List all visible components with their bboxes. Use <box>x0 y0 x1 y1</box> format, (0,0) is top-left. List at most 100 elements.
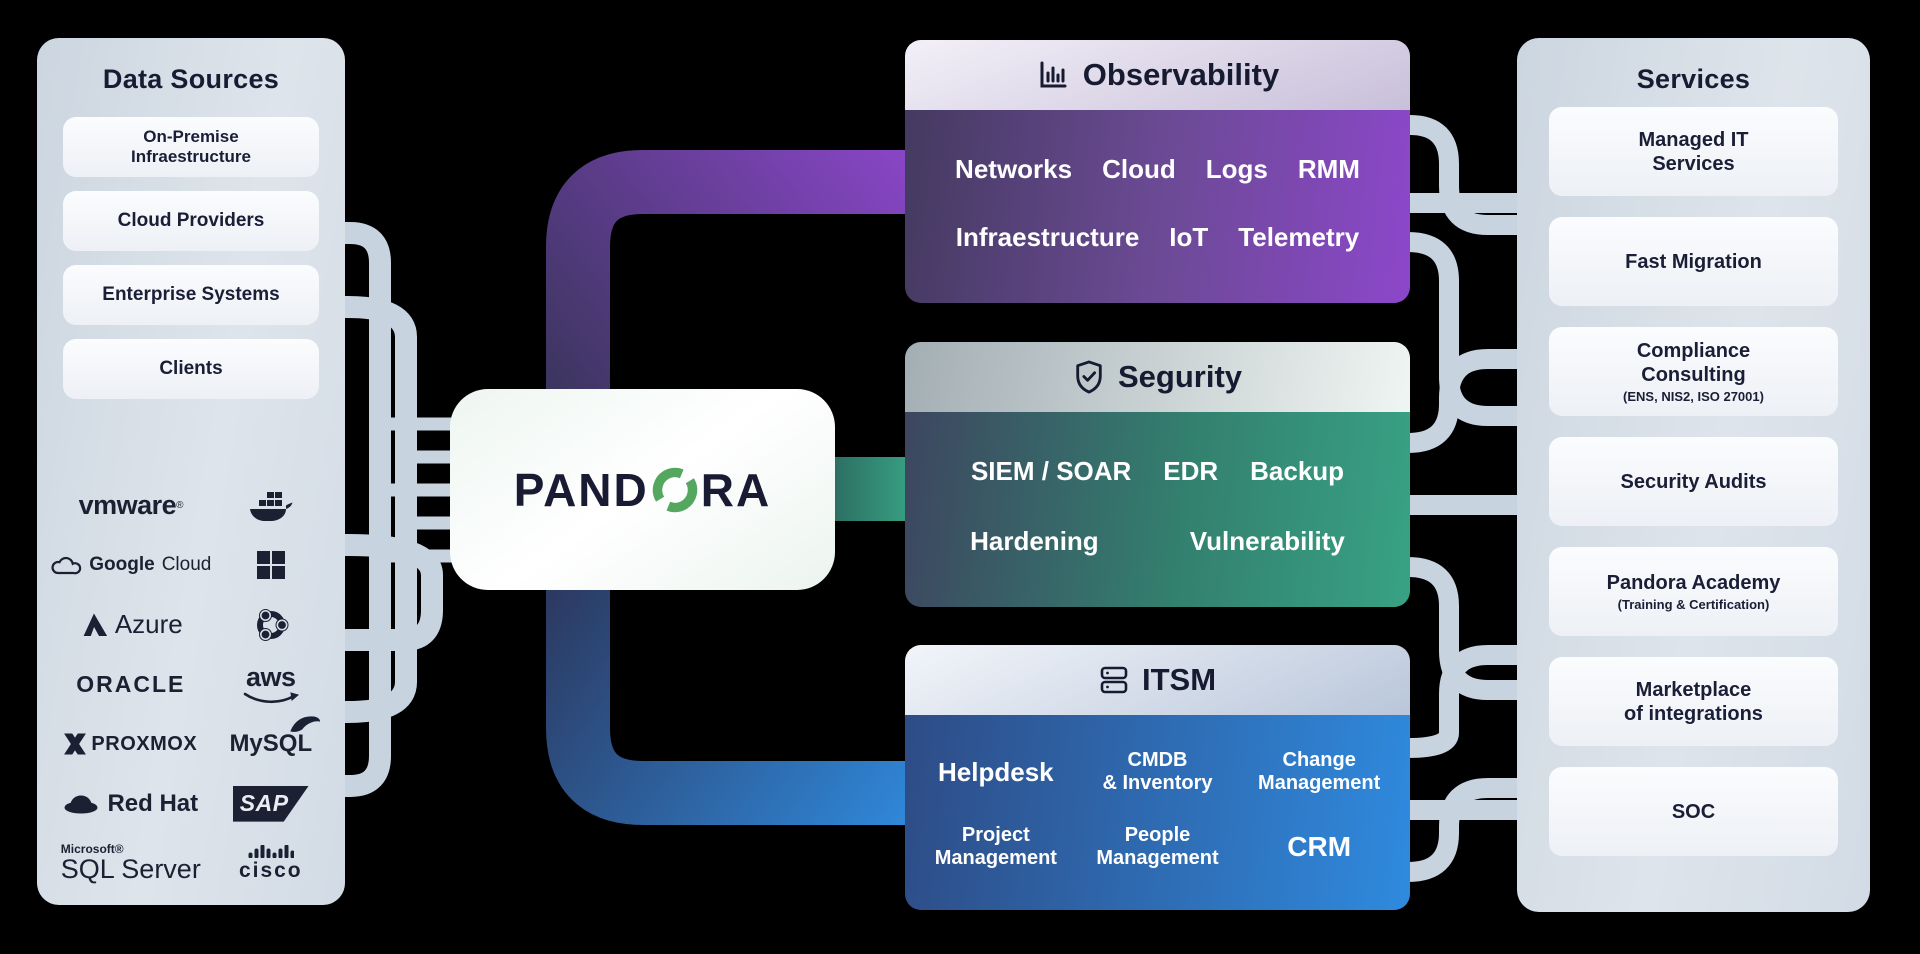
data-sources-logo-grid: vmware® Google Cloud <box>51 476 331 893</box>
sql-server-microsoft-text: Microsoft® <box>60 842 124 857</box>
docker-icon <box>248 488 294 524</box>
google-cloud-logo: Google Cloud <box>50 553 211 577</box>
keyword-logs: Logs <box>1205 153 1268 184</box>
right-cable-bundle <box>1406 115 1520 882</box>
keyword-vulnerability: Vulnerability <box>1189 525 1345 556</box>
keyword-helpdesk: Helpdesk <box>938 756 1054 787</box>
service-compliance-consulting: Compliance Consulting (ENS, NIS2, ISO 27… <box>1549 327 1838 416</box>
oracle-text: ORACLE <box>76 670 186 697</box>
data-sources-panel: Data Sources On-Premise Infraestructure … <box>37 38 345 905</box>
azure-icon <box>83 613 107 636</box>
service-sublabel: (Training & Certification) <box>1617 596 1770 612</box>
redhat-hat-icon <box>64 795 98 814</box>
observability-title: Observability <box>1082 57 1280 92</box>
category-on-premise: On-Premise Infraestructure <box>63 117 319 177</box>
service-label: Marketplace of integrations <box>1624 678 1763 725</box>
registered-mark: ® <box>176 500 184 512</box>
sql-server-logo: Microsoft® SQL Server <box>61 843 201 883</box>
services-panel: Services Managed IT Services Fast Migrat… <box>1517 38 1870 912</box>
keyword-iot: IoT <box>1169 222 1209 253</box>
sql-server-text: SQL Server <box>60 854 201 885</box>
azure-logo: Azure <box>79 609 183 640</box>
keyword-crm: CRM <box>1287 830 1352 862</box>
service-security-audits: Security Audits <box>1549 437 1838 526</box>
aws-text: aws <box>246 661 296 692</box>
segurity-title: Segurity <box>1117 359 1243 394</box>
service-managed-it: Managed IT Services <box>1549 107 1838 196</box>
pandora-logo: PAND RA <box>514 463 771 517</box>
cisco-logo: cisco <box>239 845 303 881</box>
google-cloud-text: Cloud <box>161 554 212 576</box>
segurity-body: SIEM / SOAR EDR Backup Hardening Vulnera… <box>905 412 1410 607</box>
shield-check-icon <box>1076 360 1102 394</box>
cloud-icon <box>51 557 82 575</box>
vmware-logo: vmware® <box>78 490 184 521</box>
oracle-logo: ORACLE <box>76 671 185 698</box>
cisco-text: cisco <box>238 859 303 883</box>
itsm-row-1: Helpdesk CMDB & Inventory Change Managem… <box>915 749 1400 795</box>
left-cable-bundle <box>345 222 456 797</box>
itsm-module: ITSM Helpdesk CMDB & Inventory Change Ma… <box>905 645 1410 910</box>
service-label: Pandora Academy <box>1606 571 1781 594</box>
keyword-infraestructure: Infraestructure <box>955 222 1140 253</box>
observability-body: Networks Cloud Logs RMM Infraestructure … <box>905 110 1410 303</box>
category-enterprise-systems: Enterprise Systems <box>63 265 319 325</box>
service-label: Security Audits <box>1620 470 1767 493</box>
observability-row-1: Networks Cloud Logs RMM <box>915 154 1400 185</box>
proxmox-text: PROXMOX <box>91 732 198 755</box>
category-clients: Clients <box>63 339 319 399</box>
service-label: Compliance Consulting <box>1636 339 1751 386</box>
itsm-title: ITSM <box>1141 662 1217 697</box>
google-cloud-text-bold: Google <box>89 554 155 576</box>
vmware-logo-text: vmware <box>78 490 177 521</box>
pandora-card: PAND RA <box>450 389 835 590</box>
category-label: Clients <box>159 358 223 379</box>
pandora-text-prefix: PAND <box>513 463 649 516</box>
sap-text: SAP <box>239 790 289 817</box>
keyword-networks: Networks <box>955 153 1073 184</box>
services-list: Managed IT Services Fast Migration Compl… <box>1517 107 1870 856</box>
service-label: Managed IT Services <box>1638 128 1749 175</box>
segurity-module: Segurity SIEM / SOAR EDR Backup Hardenin… <box>905 342 1410 607</box>
sap-logo: SAP <box>232 785 309 822</box>
observability-pipe <box>546 150 910 400</box>
mysql-logo: MySQL <box>229 716 321 758</box>
keyword-cloud: Cloud <box>1102 153 1176 184</box>
service-sublabel: (ENS, NIS2, ISO 27001) <box>1623 388 1764 404</box>
mysql-dolphin-icon <box>290 716 321 732</box>
cisco-bars-icon <box>248 845 294 859</box>
keyword-project-management: Project Management <box>934 823 1057 869</box>
category-label: Enterprise Systems <box>102 284 280 305</box>
segurity-header: Segurity <box>905 342 1410 412</box>
service-marketplace: Marketplace of integrations <box>1549 657 1838 746</box>
aws-logo: aws <box>242 661 300 705</box>
services-title: Services <box>1636 64 1751 94</box>
pandora-text-suffix: RA <box>700 463 772 516</box>
server-stack-icon <box>1100 666 1128 694</box>
pandora-swirl-o-icon <box>652 467 697 512</box>
category-label: Cloud Providers <box>117 210 265 231</box>
observability-module: Observability Networks Cloud Logs RMM In… <box>905 40 1410 303</box>
keyword-people-management: People Management <box>1096 823 1219 869</box>
service-pandora-academy: Pandora Academy (Training & Certificatio… <box>1549 547 1838 636</box>
redhat-logo: Red Hat <box>63 790 198 818</box>
keyword-rmm: RMM <box>1297 153 1360 184</box>
observability-header: Observability <box>905 40 1410 110</box>
data-sources-title: Data Sources <box>102 64 280 94</box>
category-cloud-providers: Cloud Providers <box>63 191 319 251</box>
itsm-row-2: Project Management People Management CRM <box>915 824 1400 870</box>
data-sources-category-list: On-Premise Infraestructure Cloud Provide… <box>37 117 345 399</box>
keyword-hardening: Hardening <box>970 525 1099 556</box>
category-label: On-Premise Infraestructure <box>131 126 251 166</box>
ubuntu-icon <box>253 607 289 643</box>
azure-text: Azure <box>114 609 183 640</box>
observability-row-2: Infraestructure IoT Telemetry <box>915 222 1400 253</box>
service-fast-migration: Fast Migration <box>1549 217 1838 306</box>
itsm-header: ITSM <box>905 645 1410 715</box>
segurity-row-1: SIEM / SOAR EDR Backup <box>915 456 1400 487</box>
service-soc: SOC <box>1549 767 1838 856</box>
mysql-text: MySQL <box>229 730 313 758</box>
proxmox-logo: PROXMOX <box>64 733 197 756</box>
